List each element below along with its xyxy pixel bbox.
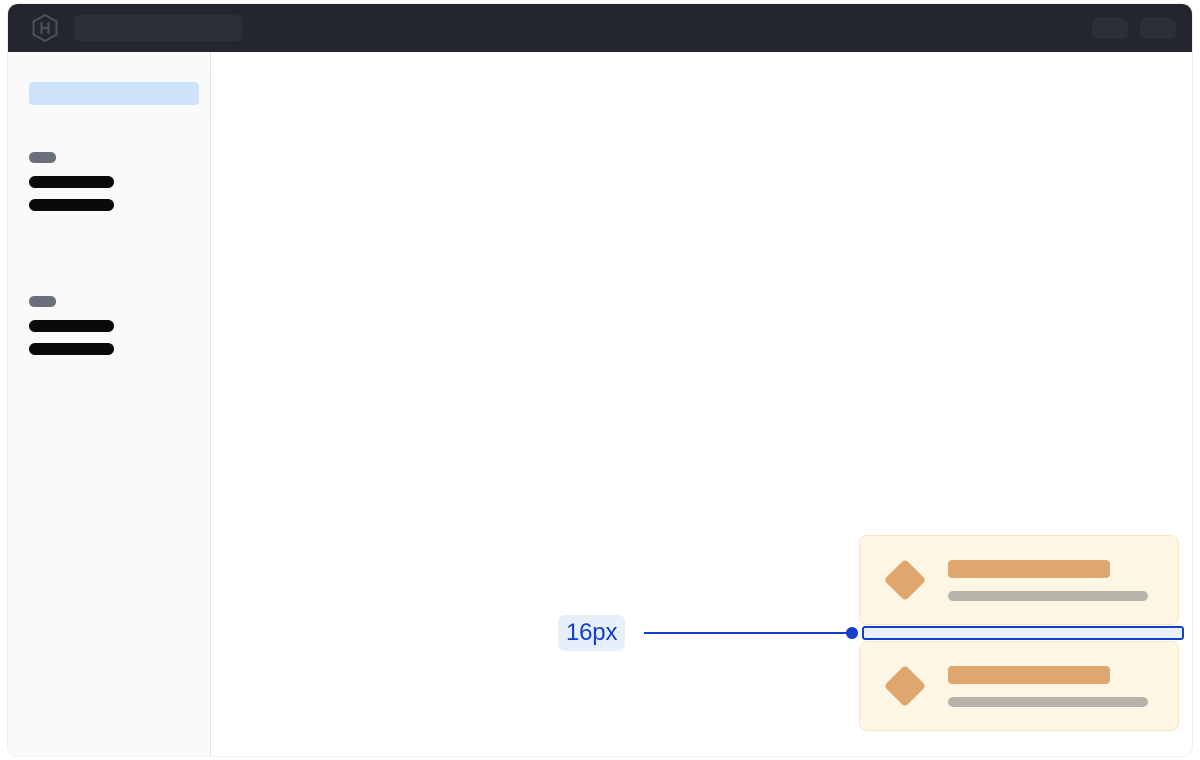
card-text-block	[948, 665, 1148, 707]
sidebar-item[interactable]	[29, 176, 114, 188]
topbar-placeholder-1[interactable]	[1092, 17, 1128, 39]
sidebar-item[interactable]	[29, 199, 114, 211]
topbar-placeholder-2[interactable]	[1140, 17, 1176, 39]
sidebar-group-1	[29, 152, 114, 222]
spacing-measurement-region	[862, 626, 1184, 640]
card-text-block	[948, 559, 1148, 601]
sidebar-group-heading	[29, 296, 56, 307]
card-subtitle	[948, 696, 1148, 707]
list-item[interactable]	[859, 535, 1179, 625]
diamond-icon	[883, 664, 927, 708]
sidebar-group-2	[29, 296, 114, 366]
diamond-icon	[883, 558, 927, 602]
top-bar	[8, 4, 1192, 52]
sidebar-item[interactable]	[29, 343, 114, 355]
hashicorp-hexagon-logo[interactable]	[32, 14, 58, 42]
list-item[interactable]	[859, 641, 1179, 731]
sidebar	[8, 52, 211, 756]
spacing-leader-line	[644, 632, 856, 634]
spacing-value-badge: 16px	[558, 615, 626, 651]
sidebar-item-selected[interactable]	[29, 82, 199, 105]
search-input[interactable]	[74, 15, 242, 41]
main-content: 16px	[212, 52, 1192, 756]
card-subtitle	[948, 590, 1148, 601]
sidebar-group-heading	[29, 152, 56, 163]
spacing-anchor-dot	[846, 627, 858, 639]
sidebar-item[interactable]	[29, 320, 114, 332]
card-title	[948, 559, 1110, 578]
card-title	[948, 665, 1110, 684]
app-window: 16px	[8, 4, 1192, 756]
